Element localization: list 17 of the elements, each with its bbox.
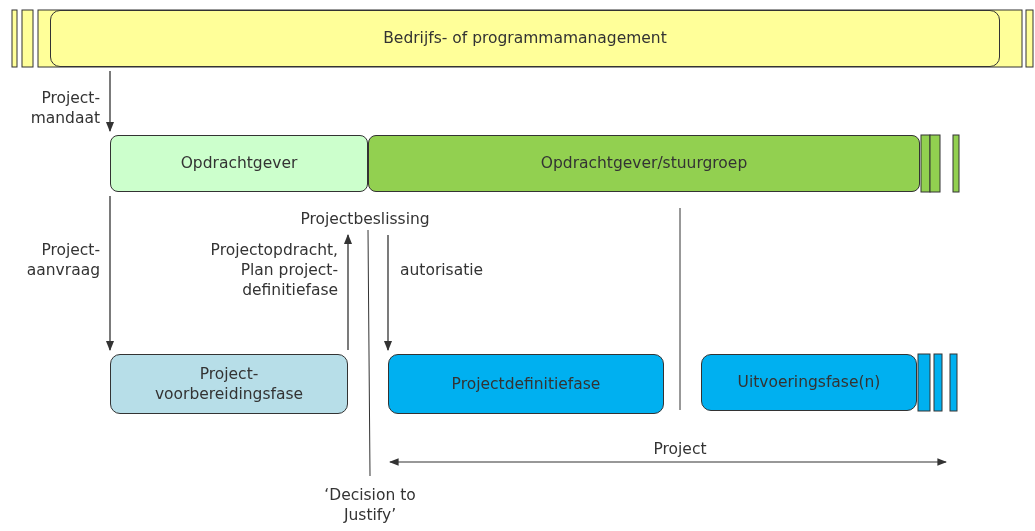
arrow: [383, 234, 393, 352]
phase-box: Opdrachtgever: [110, 135, 368, 192]
phase-box: Projectdefinitiefase: [388, 354, 664, 414]
phase-box: Bedrijfs- of programmamanagement: [50, 10, 1000, 67]
arrow: [343, 233, 353, 351]
span-label: Project: [652, 439, 708, 460]
node-label: Projectbeslissing: [275, 207, 455, 231]
edge-label: Project- mandaat: [29, 88, 100, 129]
phase-box: Uitvoeringsfase(n): [701, 354, 917, 411]
phase-box: Project- voorbereidingsfase: [110, 354, 348, 414]
edge-label: Projectopdracht, Plan project- definitiefase: [209, 240, 338, 301]
phase-box: Opdrachtgever/stuurgroep: [368, 135, 920, 192]
milestone-label: ‘Decision to Justify’: [323, 485, 417, 526]
arrow: [105, 70, 115, 133]
edge-label: Project- aanvraag: [25, 240, 100, 281]
edge-label: autorisatie: [400, 260, 485, 281]
arrow: [105, 195, 115, 352]
